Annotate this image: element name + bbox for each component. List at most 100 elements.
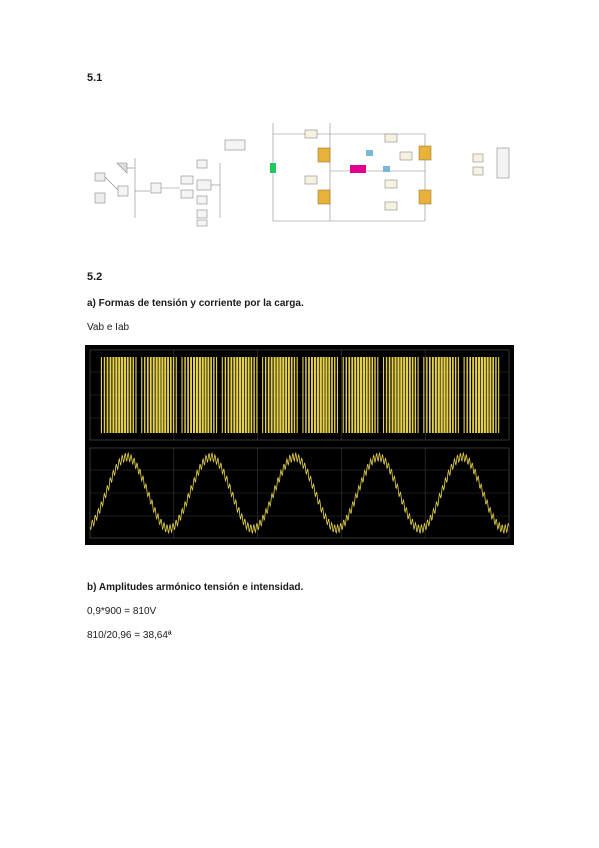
- voltage-pulse: [345, 357, 347, 433]
- voltage-pulse: [359, 357, 363, 433]
- voltage-trace: [100, 357, 500, 433]
- voltage-pulse: [103, 357, 106, 433]
- voltage-pulse: [403, 357, 406, 433]
- voltage-pulse: [414, 357, 417, 433]
- voltage-pulse: [233, 357, 236, 433]
- voltage-pulse: [192, 357, 196, 433]
- voltage-pulse: [308, 357, 310, 433]
- voltage-pulse: [325, 357, 328, 433]
- voltage-pulse: [469, 357, 472, 433]
- voltage-pulse: [371, 357, 374, 433]
- voltage-pulse: [368, 357, 371, 433]
- voltage-pulse: [313, 357, 316, 433]
- voltage-pulse: [129, 357, 132, 433]
- voltage-pulse: [152, 357, 155, 433]
- voltage-pulse: [489, 357, 492, 433]
- voltage-pulse: [316, 357, 319, 433]
- voltage-pulse: [175, 357, 177, 433]
- voltage-pulse: [357, 357, 360, 433]
- voltage-pulse: [195, 357, 199, 433]
- voltage-pulse: [342, 357, 344, 433]
- voltage-pulse: [305, 357, 307, 433]
- voltage-pulse: [486, 357, 489, 433]
- voltage-pulse: [207, 357, 210, 433]
- voltage-pulse: [115, 357, 118, 433]
- voltage-pulse: [429, 357, 431, 433]
- voltage-pulse: [463, 357, 465, 433]
- voltage-pulse: [293, 357, 296, 433]
- voltage-pulse: [319, 357, 322, 433]
- voltage-pulse: [204, 357, 207, 433]
- voltage-pulse: [172, 357, 175, 433]
- voltage-pulse: [475, 357, 478, 433]
- voltage-pulse: [267, 357, 270, 433]
- voltage-pulse: [406, 357, 409, 433]
- voltage-pulse: [452, 357, 454, 433]
- section-heading-5-1: 5.1: [87, 72, 103, 84]
- voltage-pulse: [187, 357, 189, 433]
- voltage-pulse: [431, 357, 434, 433]
- voltage-pulse: [423, 357, 425, 433]
- voltage-pulse: [483, 357, 486, 433]
- voltage-pulse: [394, 357, 397, 433]
- voltage-pulse: [466, 357, 468, 433]
- voltage-pulse: [169, 357, 172, 433]
- voltage-pulse: [190, 357, 193, 433]
- voltage-pulse: [144, 357, 146, 433]
- voltage-pulse: [184, 357, 186, 433]
- voltage-pulse: [354, 357, 357, 433]
- voltage-pulse: [149, 357, 152, 433]
- voltage-pulse: [388, 357, 391, 433]
- section-heading-5-2: 5.2: [87, 271, 103, 283]
- item-a-caption: Vab e Iab: [87, 322, 130, 333]
- voltage-pulse: [121, 357, 124, 433]
- voltage-pulse: [256, 357, 258, 433]
- voltage-pulse: [282, 357, 285, 433]
- voltage-pulse: [273, 357, 276, 433]
- voltage-pulse: [348, 357, 351, 433]
- voltage-pulse: [446, 357, 449, 433]
- voltage-pulse: [472, 357, 475, 433]
- voltage-pulse: [411, 357, 414, 433]
- voltage-pulse: [365, 357, 368, 433]
- voltage-pulse: [417, 357, 419, 433]
- voltage-pulse: [334, 357, 336, 433]
- voltage-pulse: [362, 357, 365, 433]
- voltage-pulse: [322, 357, 325, 433]
- voltage-pulse: [328, 357, 331, 433]
- voltage-pulse: [477, 357, 481, 433]
- voltage-pulse: [336, 357, 339, 433]
- voltage-pulse: [198, 357, 201, 433]
- voltage-pulse: [250, 357, 253, 433]
- voltage-pulse: [454, 357, 457, 433]
- voltage-pulse: [132, 357, 134, 433]
- voltage-pulse: [377, 357, 379, 433]
- voltage-pulse: [276, 357, 279, 433]
- voltage-pulse: [279, 357, 282, 433]
- voltage-pulse: [126, 357, 129, 433]
- voltage-pulse: [311, 357, 313, 433]
- voltage-pulse: [213, 357, 215, 433]
- voltage-pulse: [495, 357, 497, 433]
- voltage-pulse: [164, 357, 167, 433]
- voltage-pulse: [247, 357, 250, 433]
- voltage-pulse: [385, 357, 388, 433]
- item-a-label: a) Formas de tensión y corriente por la …: [87, 298, 304, 309]
- simulink-model-figure: [94, 123, 510, 227]
- scope-figure: [85, 345, 514, 545]
- voltage-pulse: [374, 357, 376, 433]
- voltage-pulse: [287, 357, 290, 433]
- voltage-pulse: [135, 357, 137, 433]
- voltage-pulse: [285, 357, 288, 433]
- voltage-pulse: [457, 357, 459, 433]
- voltage-pulse: [230, 357, 233, 433]
- voltage-pulse: [400, 357, 403, 433]
- voltage-pulse: [239, 357, 242, 433]
- voltage-pulse: [290, 357, 293, 433]
- item-b-label: b) Amplitudes armónico tensión e intensi…: [87, 582, 304, 593]
- voltage-pulse: [426, 357, 428, 433]
- voltage-pulse: [167, 357, 169, 433]
- voltage-pulse: [221, 357, 223, 433]
- voltage-pulse: [146, 357, 149, 433]
- voltage-pulse: [302, 357, 304, 433]
